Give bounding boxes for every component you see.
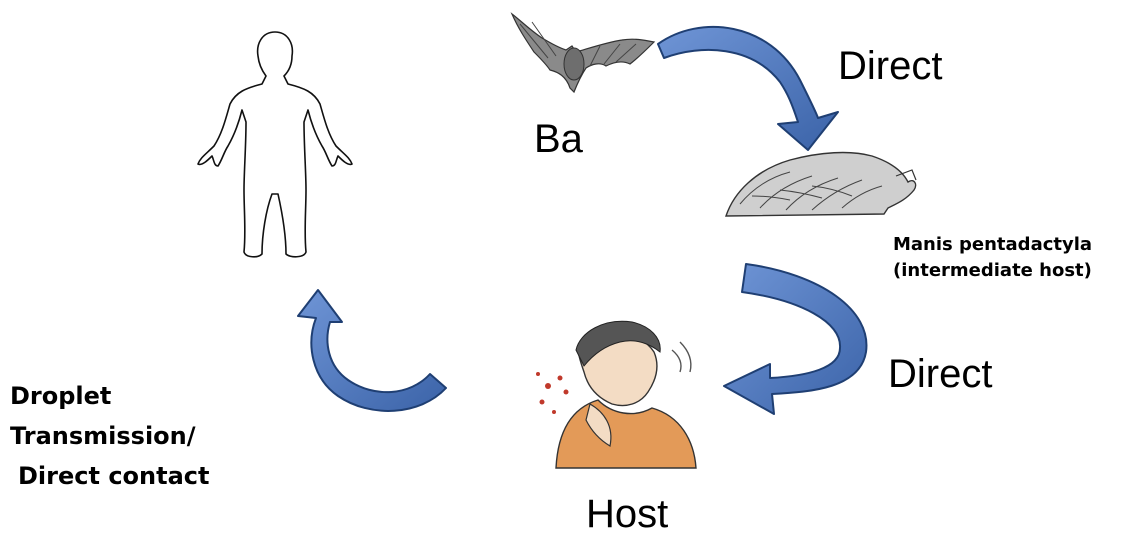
intermediate-host-label: Manis pentadactyla (intermediate host) <box>893 232 1092 284</box>
host-label: Host <box>586 494 668 534</box>
bat-illustration-icon <box>512 14 654 92</box>
human-outline-icon <box>198 32 352 257</box>
arrow-host-to-human <box>298 290 446 411</box>
pangolin-illustration-icon <box>726 153 916 216</box>
coughing-person-illustration-icon <box>526 321 698 468</box>
transmission-line-2: Transmission/ <box>10 416 209 456</box>
pangolin-role: (intermediate host) <box>893 258 1092 284</box>
pangolin-species-name: Manis pentadactyla <box>893 232 1092 258</box>
transmission-line-3: Direct contact <box>10 456 209 496</box>
direct-label-bottom: Direct <box>888 354 992 394</box>
direct-label-top: Direct <box>838 46 942 86</box>
transmission-line-1: Droplet <box>10 376 209 416</box>
arrow-pangolin-to-host <box>724 264 866 414</box>
bat-label: Ba <box>534 119 583 159</box>
transmission-mode-label: Droplet Transmission/ Direct contact <box>10 376 209 496</box>
arrow-bat-to-pangolin <box>658 27 838 150</box>
